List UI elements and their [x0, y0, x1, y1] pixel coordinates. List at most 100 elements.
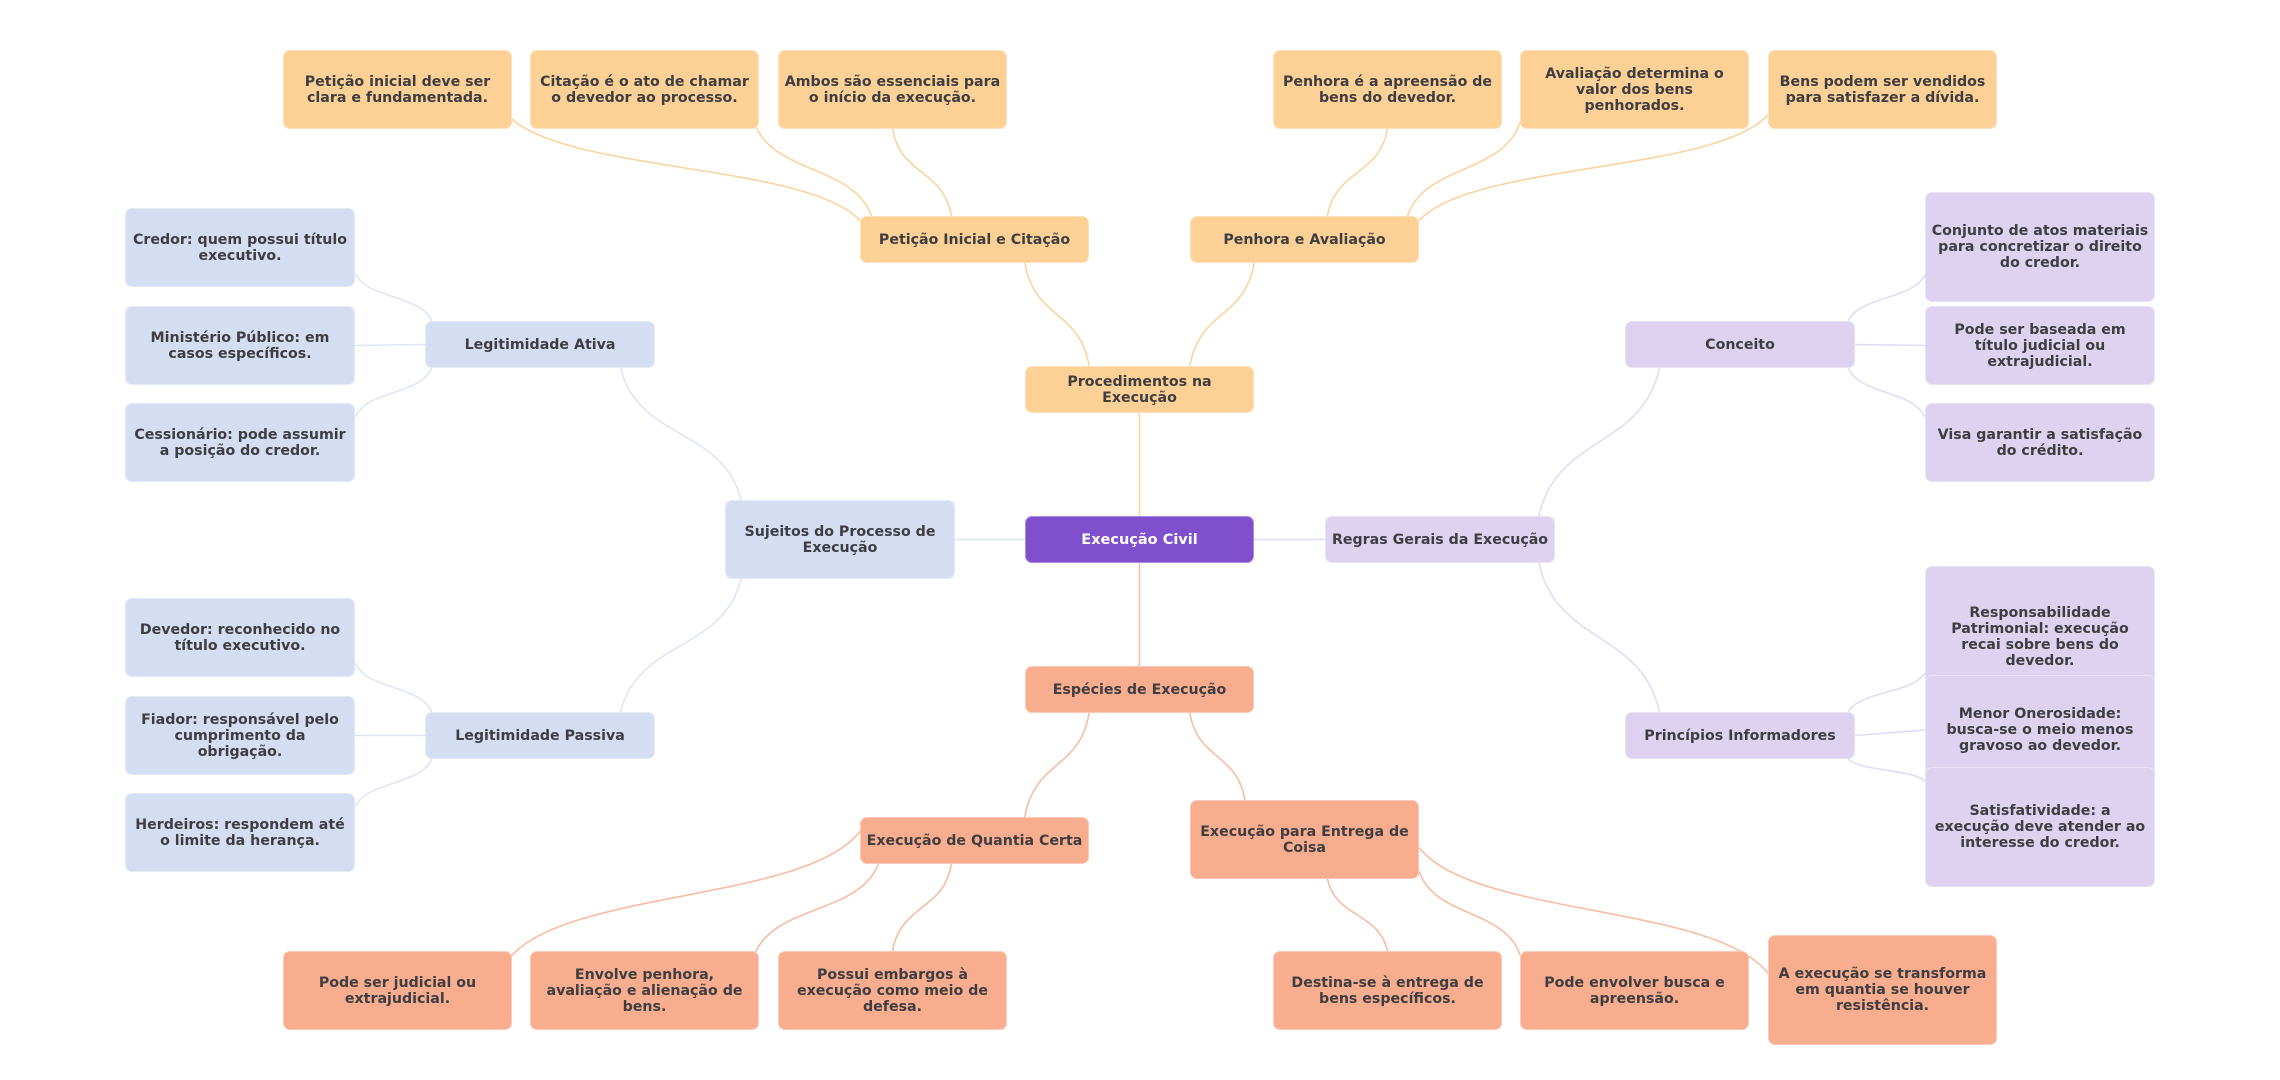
- node-label: A execução se transforma em quantia se h…: [1778, 966, 1987, 1014]
- branch-node-especies[interactable]: Espécies de Execução: [1025, 666, 1254, 713]
- node-label: Execução Civil: [1081, 531, 1198, 548]
- leaf-node-entrega-2[interactable]: Pode envolver busca e apreensão.: [1520, 951, 1749, 1030]
- leaf-node-passiva-2[interactable]: Fiador: responsável pelo cumprimento da …: [125, 696, 355, 775]
- connector-especies-entrega: [1189, 712, 1246, 801]
- connector-penhora-leaf: [1418, 114, 1769, 222]
- connector-ativa-leaf: [354, 367, 433, 418]
- connector-conceito-leaf: [1847, 274, 1926, 322]
- node-label: Conjunto de atos materiais para concreti…: [1931, 223, 2149, 271]
- leaf-node-peticao-3[interactable]: Ambos são essenciais para o início da ex…: [778, 50, 1007, 129]
- branch-node-procedimentos[interactable]: Procedimentos na Execução: [1025, 366, 1254, 413]
- node-label: Responsabilidade Patrimonial: execução r…: [1951, 605, 2129, 669]
- node-label: Regras Gerais da Execução: [1331, 531, 1549, 548]
- root-node[interactable]: Execução Civil: [1025, 516, 1254, 563]
- branch-node-regras[interactable]: Regras Gerais da Execução: [1325, 516, 1555, 563]
- connector-conceito-leaf: [1847, 367, 1926, 418]
- leaf-node-entrega-3[interactable]: A execução se transforma em quantia se h…: [1768, 935, 1997, 1045]
- node-label: Conceito: [1705, 336, 1775, 353]
- branch-node-sujeitos[interactable]: Sujeitos do Processo de Execução: [725, 500, 955, 579]
- subtopic-node-ativa[interactable]: Legitimidade Ativa: [425, 321, 655, 368]
- node-label: Pode envolver busca e apreensão.: [1544, 974, 1725, 1007]
- node-label: Legitimidade Ativa: [464, 336, 616, 353]
- subtopic-node-peticao[interactable]: Petição Inicial e Citação: [860, 216, 1089, 263]
- connector-regras-conceito: [1538, 367, 1661, 517]
- subtopic-node-entrega[interactable]: Execução para Entrega de Coisa: [1190, 800, 1419, 879]
- subtopic-node-conceito[interactable]: Conceito: [1625, 321, 1855, 368]
- connector-peticao-leaf: [506, 114, 861, 222]
- connector-peticao-leaf: [891, 128, 953, 217]
- node-label: Espécies de Execução: [1052, 681, 1227, 698]
- connector-conceito-leaf: [1854, 343, 1926, 347]
- node-label: Legitimidade Passiva: [455, 727, 625, 744]
- subtopic-node-passiva[interactable]: Legitimidade Passiva: [425, 712, 655, 759]
- node-label: Visa garantir a satisfação do crédito.: [1937, 426, 2143, 459]
- connector-procedimentos-peticao: [1024, 262, 1090, 367]
- node-label: Execução de Quantia Certa: [866, 832, 1083, 849]
- leaf-node-penhora-1[interactable]: Penhora é a apreensão de bens do devedor…: [1273, 50, 1502, 129]
- node-label: Cessionário: pode assumir a posição do c…: [134, 426, 346, 459]
- connector-regras-principios: [1538, 562, 1661, 713]
- subtopic-node-quantia[interactable]: Execução de Quantia Certa: [860, 817, 1089, 864]
- node-label: Sujeitos do Processo de Execução: [744, 523, 936, 556]
- leaf-node-peticao-2[interactable]: Citação é o ato de chamar o devedor ao p…: [530, 50, 759, 129]
- leaf-node-ativa-3[interactable]: Cessionário: pode assumir a posição do c…: [125, 403, 355, 482]
- connector-passiva-leaf: [354, 662, 433, 713]
- connector-quantia-leaf: [506, 830, 861, 961]
- leaf-node-quantia-1[interactable]: Pode ser judicial ou extrajudicial.: [283, 951, 512, 1030]
- node-label: Avaliação determina o valor dos bens pen…: [1545, 65, 1724, 114]
- leaf-node-quantia-2[interactable]: Envolve penhora, avaliação e alienação d…: [530, 951, 759, 1030]
- connector-procedimentos-penhora: [1189, 262, 1255, 367]
- node-label: Bens podem ser vendidos para satisfazer …: [1779, 73, 1986, 106]
- leaf-node-principios-2[interactable]: Menor Onerosidade: busca-se o meio menos…: [1925, 675, 2155, 785]
- node-label: Herdeiros: respondem até o limite da her…: [135, 816, 345, 849]
- leaf-node-ativa-1[interactable]: Credor: quem possui título executivo.: [125, 208, 355, 287]
- node-label: Petição Inicial e Citação: [878, 231, 1071, 248]
- leaf-node-conceito-1[interactable]: Conjunto de atos materiais para concreti…: [1925, 192, 2155, 302]
- node-label: Citação é o ato de chamar o devedor ao p…: [540, 73, 749, 106]
- node-label: Ambos são essenciais para o início da ex…: [784, 73, 1001, 106]
- leaf-node-peticao-1[interactable]: Petição inicial deve ser clara e fundame…: [283, 50, 512, 129]
- connector-entrega-leaf: [1326, 878, 1389, 952]
- node-label: Penhora e Avaliação: [1223, 231, 1386, 248]
- node-label: Fiador: responsável pelo cumprimento da …: [141, 711, 339, 760]
- leaf-node-ativa-2[interactable]: Ministério Público: em casos específicos…: [125, 306, 355, 385]
- node-label: Credor: quem possui título executivo.: [133, 231, 347, 264]
- subtopic-node-principios[interactable]: Princípios Informadores: [1625, 712, 1855, 759]
- connector-quantia-leaf: [753, 863, 880, 956]
- node-label: Menor Onerosidade: busca-se o meio menos…: [1946, 706, 2134, 754]
- subtopic-node-penhora[interactable]: Penhora e Avaliação: [1190, 216, 1419, 263]
- connector-especies-quantia: [1024, 712, 1090, 818]
- leaf-node-passiva-1[interactable]: Devedor: reconhecido no título executivo…: [125, 598, 355, 677]
- node-label: Envolve penhora, avaliação e alienação d…: [546, 966, 743, 1015]
- connector-ativa-leaf: [354, 272, 433, 322]
- node-label: Pode ser baseada em título judicial ou e…: [1954, 321, 2126, 370]
- node-label: Possui embargos à execução como meio de …: [797, 966, 988, 1015]
- node-label: Satisfatividade: a execução deve atender…: [1934, 803, 2146, 851]
- leaf-node-conceito-2[interactable]: Pode ser baseada em título judicial ou e…: [1925, 306, 2155, 385]
- node-label: Petição inicial deve ser clara e fundame…: [304, 73, 491, 106]
- connector-principios-leaf: [1847, 672, 1926, 713]
- leaf-node-entrega-1[interactable]: Destina-se à entrega de bens específicos…: [1273, 951, 1502, 1030]
- leaf-node-principios-3[interactable]: Satisfatividade: a execução deve atender…: [1925, 767, 2155, 887]
- connector-quantia-leaf: [891, 863, 953, 952]
- connector-passiva-leaf: [354, 758, 433, 808]
- node-label: Devedor: reconhecido no título executivo…: [139, 621, 341, 654]
- connector-ativa-leaf: [354, 343, 426, 347]
- leaf-node-quantia-3[interactable]: Possui embargos à execução como meio de …: [778, 951, 1007, 1030]
- node-label: Ministério Público: em casos específicos…: [150, 329, 330, 362]
- leaf-node-passiva-3[interactable]: Herdeiros: respondem até o limite da her…: [125, 793, 355, 872]
- connector-peticao-leaf: [753, 122, 873, 217]
- connector-principios-leaf: [1854, 729, 1926, 737]
- node-label: Princípios Informadores: [1644, 727, 1836, 744]
- connector-sujeitos-ativa: [619, 367, 742, 501]
- node-label: Destina-se à entrega de bens específicos…: [1291, 974, 1484, 1007]
- node-label: Procedimentos na Execução: [1067, 373, 1212, 406]
- node-label: Pode ser judicial ou extrajudicial.: [318, 974, 477, 1007]
- connector-penhora-leaf: [1326, 128, 1389, 217]
- leaf-node-penhora-3[interactable]: Bens podem ser vendidos para satisfazer …: [1768, 50, 1997, 129]
- connector-penhora-leaf: [1406, 122, 1521, 217]
- leaf-node-penhora-2[interactable]: Avaliação determina o valor dos bens pen…: [1520, 50, 1749, 129]
- leaf-node-conceito-3[interactable]: Visa garantir a satisfação do crédito.: [1925, 403, 2155, 482]
- node-label: Penhora é a apreensão de bens do devedor…: [1282, 73, 1493, 106]
